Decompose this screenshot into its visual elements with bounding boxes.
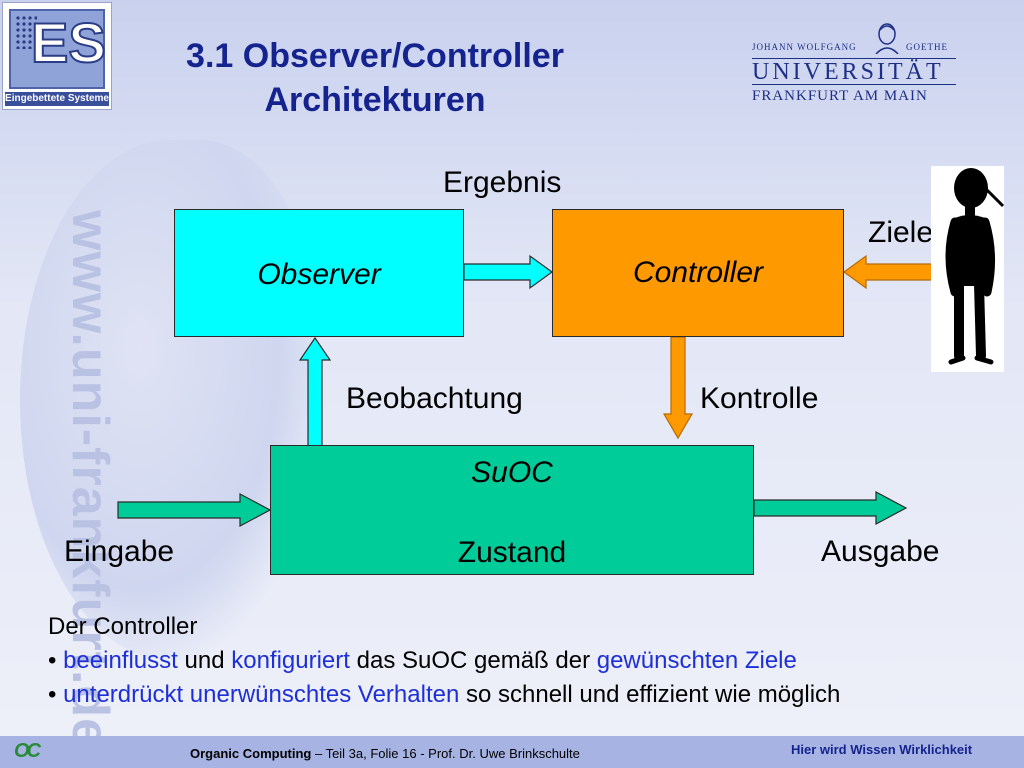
bullet1-part3: konfiguriert xyxy=(231,647,350,674)
label-beobachtung: Beobachtung xyxy=(346,382,523,415)
uni-logo-rule xyxy=(752,58,956,59)
bullet-item-2: • unterdrückt unerwünschtes Verhalten so… xyxy=(48,681,841,708)
footer-course: Organic Computing xyxy=(190,746,312,761)
controller-box: Controller xyxy=(552,209,844,337)
label-kontrolle: Kontrolle xyxy=(700,382,819,415)
person-panel xyxy=(931,166,1005,372)
arrow-observer-to-controller xyxy=(463,254,554,290)
oc-logo-icon: OC xyxy=(14,740,41,762)
footer-info: Organic Computing – Teil 3a, Folie 16 - … xyxy=(190,746,580,761)
slide-title-line2: Architekturen xyxy=(264,81,486,119)
arrow-eingabe xyxy=(117,493,272,527)
es-logo-caption: Eingebettete Systeme xyxy=(5,92,109,106)
es-logo: ES Eingebettete Systeme xyxy=(2,2,112,110)
arrow-ziele-to-controller xyxy=(842,254,933,290)
controller-label: Controller xyxy=(632,256,764,289)
slide-title-line1: 3.1 Observer/Controller xyxy=(186,37,564,75)
university-logo: JOHANN WOLFGANG GOETHE UNIVERSITÄT FRANK… xyxy=(746,20,966,120)
uni-logo-city: FRANKFURT AM MAIN xyxy=(752,88,928,104)
bullet1-part4: das SuOC gemäß der xyxy=(349,647,597,674)
arrow-ausgabe xyxy=(753,491,908,525)
uni-logo-rule xyxy=(752,84,956,85)
label-eingabe: Eingabe xyxy=(64,535,175,568)
uni-logo-name: UNIVERSITÄT xyxy=(752,59,944,85)
chip-icon xyxy=(9,9,105,89)
bullet-heading: Der Controller xyxy=(48,613,198,640)
uni-logo-top-left: JOHANN WOLFGANG xyxy=(752,42,857,52)
dot-matrix-icon xyxy=(15,15,37,49)
uni-logo-top-right: GOETHE xyxy=(906,42,948,52)
suoc-state: Zustand xyxy=(457,536,567,569)
slide-title: 3.1 Observer/Controller Architekturen xyxy=(120,34,630,122)
footer-slogan: Hier wird Wissen Wirklichkeit xyxy=(791,742,973,757)
bullet-item-1: • beeinflusst und konfiguriert das SuOC … xyxy=(48,647,797,674)
suoc-box: SuOC Zustand xyxy=(270,445,754,575)
person-silhouette-icon xyxy=(945,168,1005,365)
bullet1-part1: beeinflusst xyxy=(63,647,178,674)
bullet1-part2: und xyxy=(177,647,232,674)
bullet-text: Der Controller • beeinflusst und konfigu… xyxy=(48,610,1008,712)
suoc-title: SuOC xyxy=(471,456,553,489)
goethe-portrait-icon xyxy=(875,23,899,54)
bullet2-part2: so schnell und effizient wie möglich xyxy=(459,681,841,708)
arrow-beobachtung-up xyxy=(298,336,332,447)
label-ergebnis: Ergebnis xyxy=(443,166,562,199)
observer-box: Observer xyxy=(174,209,464,337)
es-logo-letters: ES xyxy=(30,11,107,74)
observer-label: Observer xyxy=(257,258,381,291)
label-ausgabe: Ausgabe xyxy=(821,535,940,568)
bullet1-part5: gewünschten Ziele xyxy=(596,647,797,674)
footer-details: – Teil 3a, Folie 16 - Prof. Dr. Uwe Brin… xyxy=(311,746,580,761)
label-ziele: Ziele xyxy=(868,216,934,249)
bullet2-part1: unterdrückt unerwünschtes Verhalten xyxy=(63,681,460,708)
arrow-kontrolle-down xyxy=(662,336,694,440)
footer-bar: OC Organic Computing – Teil 3a, Folie 16… xyxy=(0,736,1024,768)
